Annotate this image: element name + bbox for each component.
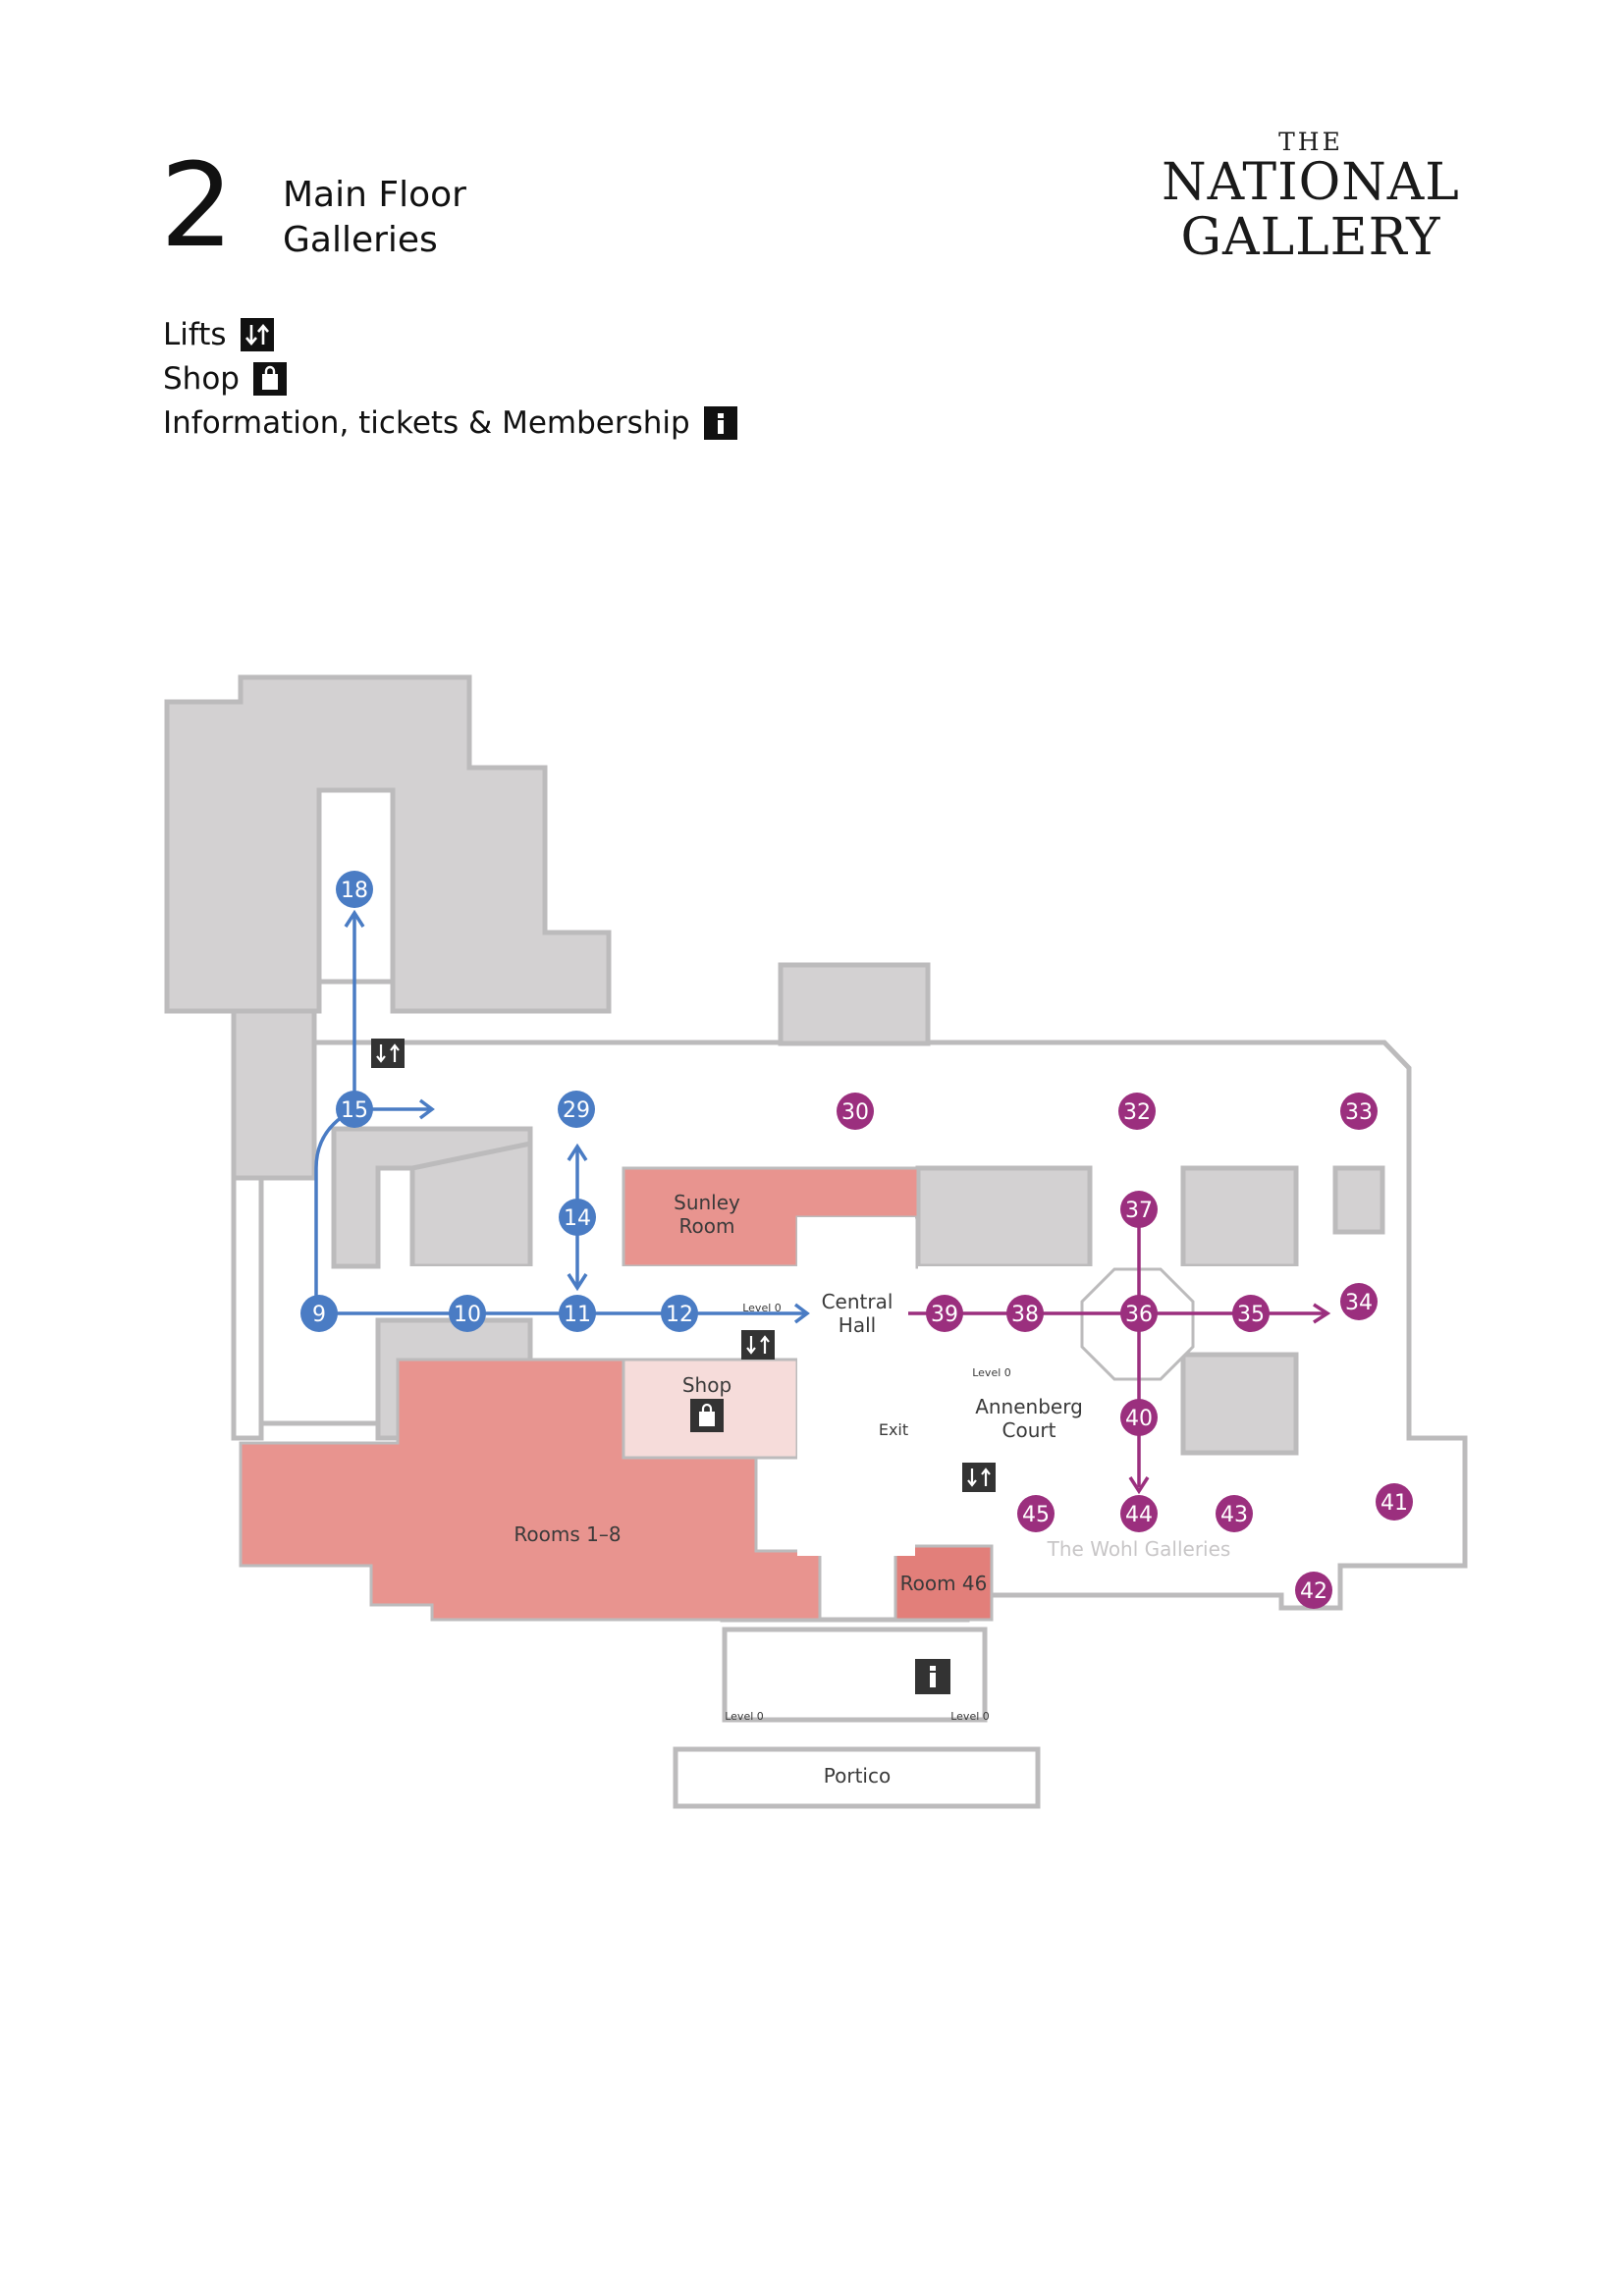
room-marker-33 — [1340, 1093, 1378, 1130]
legend-shop: Shop — [163, 356, 737, 400]
room-marker-43 — [1216, 1495, 1253, 1532]
label-annenberg-line1: Annenberg — [975, 1395, 1083, 1418]
room-number-33: 33 — [1345, 1100, 1373, 1125]
logo-line2: NATIONAL — [1162, 153, 1460, 212]
room-marker-42 — [1295, 1572, 1332, 1609]
room-marker-36 — [1120, 1295, 1158, 1332]
room-number-32: 32 — [1123, 1100, 1151, 1125]
room-number-11: 11 — [564, 1303, 591, 1327]
legend-information-label: Information, tickets & Membership — [163, 404, 690, 441]
gray-rooms — [164, 674, 1385, 1456]
lift-icon — [741, 1330, 775, 1360]
room-marker-10 — [449, 1295, 486, 1332]
room-marker-41 — [1376, 1483, 1413, 1521]
shop-bag-icon — [690, 1399, 724, 1432]
room-marker-12 — [661, 1295, 698, 1332]
room-number-30: 30 — [841, 1100, 869, 1125]
room-number-15: 15 — [341, 1098, 368, 1123]
room-number-34: 34 — [1345, 1291, 1373, 1315]
legend: Lifts Shop Information, tickets & Member… — [163, 312, 737, 445]
room-number-18: 18 — [341, 879, 368, 903]
label-sunley-line1: Sunley — [674, 1191, 740, 1214]
legend-information: Information, tickets & Membership — [163, 400, 737, 445]
room-marker-18 — [336, 871, 373, 908]
legend-lifts: Lifts — [163, 312, 737, 356]
room-marker-40 — [1120, 1399, 1158, 1436]
room-marker-11 — [559, 1295, 596, 1332]
label-portico: Portico — [824, 1764, 891, 1788]
floor-title: Main Floor Galleries — [283, 173, 466, 263]
room-marker-15 — [336, 1091, 373, 1128]
label-central-line2: Hall — [839, 1313, 876, 1337]
legend-shop-label: Shop — [163, 360, 240, 397]
room-marker-9 — [300, 1295, 338, 1332]
highlight-rooms — [239, 1166, 994, 1622]
blue-room-markers: 18 15 29 14 9 10 11 12 — [300, 871, 698, 1332]
room-number-9: 9 — [312, 1303, 326, 1327]
room-number-41: 41 — [1380, 1491, 1408, 1516]
label-shop: Shop — [682, 1373, 731, 1397]
room-marker-38 — [1006, 1295, 1044, 1332]
room-number-40: 40 — [1125, 1407, 1153, 1431]
room-marker-45 — [1017, 1495, 1055, 1532]
label-sunley-line2: Room — [679, 1214, 735, 1238]
room-number-12: 12 — [666, 1303, 693, 1327]
label-wohl: The Wohl Galleries — [1047, 1537, 1231, 1561]
label-exit: Exit — [879, 1420, 908, 1439]
room-marker-29 — [558, 1091, 595, 1128]
room-marker-35 — [1232, 1295, 1270, 1332]
logo-line1: THE — [1278, 128, 1343, 156]
room-number-10: 10 — [454, 1303, 481, 1327]
room-number-39: 39 — [931, 1303, 958, 1327]
label-level0-d: Level 0 — [950, 1710, 990, 1723]
room-marker-37 — [1120, 1191, 1158, 1228]
floor-title-line1: Main Floor — [283, 175, 466, 215]
room-number-29: 29 — [563, 1098, 590, 1123]
label-rooms-1-8: Rooms 1–8 — [514, 1522, 621, 1546]
national-gallery-logo: THE NATIONAL GALLERY — [1119, 128, 1502, 267]
room-marker-14 — [559, 1199, 596, 1236]
info-icon — [703, 405, 737, 440]
room-46 — [893, 1544, 994, 1622]
room-marker-30 — [837, 1093, 874, 1130]
room-marker-34 — [1340, 1283, 1378, 1320]
rooms-1-8 — [239, 1358, 822, 1622]
label-level0-a: Level 0 — [742, 1302, 782, 1314]
purple-room-markers: 30 32 33 37 39 38 36 35 34 40 45 44 43 41 42 — [837, 1093, 1413, 1609]
room-number-14: 14 — [564, 1206, 591, 1231]
room-number-36: 36 — [1125, 1303, 1153, 1327]
floor-title-line2: Galleries — [283, 220, 438, 260]
logo-line3: GALLERY — [1180, 208, 1441, 267]
lift-icon — [371, 1039, 405, 1068]
room-number-37: 37 — [1125, 1199, 1153, 1223]
legend-lifts-label: Lifts — [163, 316, 227, 352]
label-room-46: Room 46 — [900, 1572, 988, 1595]
room-number-35: 35 — [1237, 1303, 1265, 1327]
room-number-45: 45 — [1022, 1503, 1050, 1527]
room-number-44: 44 — [1125, 1503, 1153, 1527]
lift-icon — [962, 1463, 996, 1492]
label-level0-c: Level 0 — [725, 1710, 764, 1723]
shop-bag-icon — [252, 361, 287, 396]
map-text: Sunley Room Central Hall Shop Annenberg … — [514, 1191, 1230, 1788]
map-lift-icons — [371, 1039, 996, 1492]
room-number-43: 43 — [1220, 1503, 1248, 1527]
lift-icon — [240, 317, 274, 351]
room-marker-32 — [1118, 1093, 1156, 1130]
label-level0-b: Level 0 — [972, 1366, 1011, 1379]
room-number-42: 42 — [1300, 1579, 1327, 1604]
room-marker-39 — [926, 1295, 963, 1332]
label-annenberg-line2: Court — [1002, 1418, 1056, 1442]
label-central-line1: Central — [822, 1290, 893, 1313]
info-icon — [915, 1659, 950, 1694]
room-marker-44 — [1120, 1495, 1158, 1532]
floor-number: 2 — [160, 137, 235, 273]
room-number-38: 38 — [1011, 1303, 1039, 1327]
